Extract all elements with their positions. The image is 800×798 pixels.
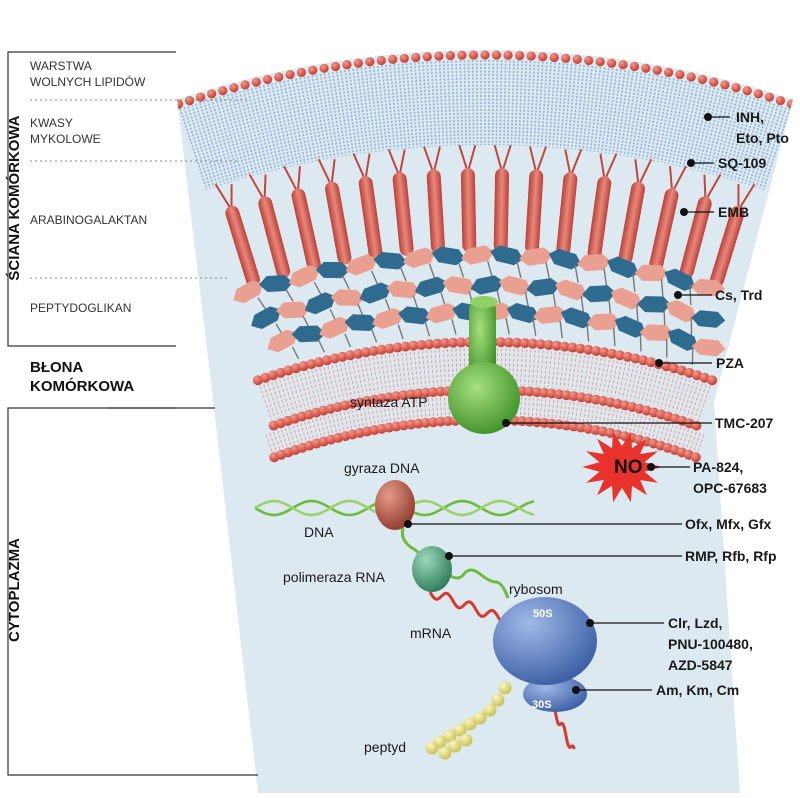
drug-pa824-line1: PA-824, [693,459,743,475]
drug-cs-trd: Cs, Trd [715,287,762,303]
rna-polymerase [412,546,452,592]
drug-pza: PZA [716,355,744,371]
label-rna-polymerase: polimeraza RNA [283,569,386,585]
label-dna-gyrase: gyraza DNA [344,460,420,476]
drug-tmc207: TMC-207 [715,415,774,431]
drug-sq109: SQ-109 [718,155,766,171]
label-atp-synthase: syntaza ATP [350,394,428,410]
drug-clr-line1: Clr, Lzd, [668,615,722,631]
label-50s: 50S [533,608,553,620]
label-30s: 30S [532,699,552,711]
layer-arabinogalactan: ARABINOGALAKTAN [30,213,147,227]
drug-ofx: Ofx, Mfx, Gfx [685,516,772,532]
section-membrane-line1: BŁONA [30,359,83,376]
drug-inh-line1: INH, [736,109,764,125]
layer-free-lipids-line1: WARSTWA [30,59,92,73]
label-dna: DNA [304,524,334,540]
layer-mycolic-line2: MYKOLOWE [30,132,101,146]
drug-pa824-line2: OPC-67683 [693,480,767,496]
layer-mycolic-line1: KWASY [30,116,73,130]
layer-free-lipids-line2: WOLNYCH LIPIDÓW [30,74,146,89]
drug-emb: EMB [718,204,749,220]
label-mrna: mRNA [410,625,452,641]
label-no: NO [614,457,643,478]
layer-peptidoglycan: PEPTYDOGLIKAN [30,301,131,315]
drug-clr-line3: AZD-5847 [668,657,733,673]
label-peptide: peptyd [364,739,406,755]
section-cytoplasm: CYTOPLAZMA [6,538,23,642]
drug-inh-line2: Eto, Pto [736,130,789,146]
label-ribosome: rybosom [509,581,563,597]
section-membrane-line2: KOMÓRKOWA [30,377,134,395]
drug-rmp: RMP, Rfb, Rfp [685,548,777,564]
drug-am: Am, Km, Cm [656,682,739,698]
section-cell-wall: ŚCIANA KOMÓRKOWA [5,115,23,280]
drug-clr-line2: PNU-100480, [668,636,753,652]
